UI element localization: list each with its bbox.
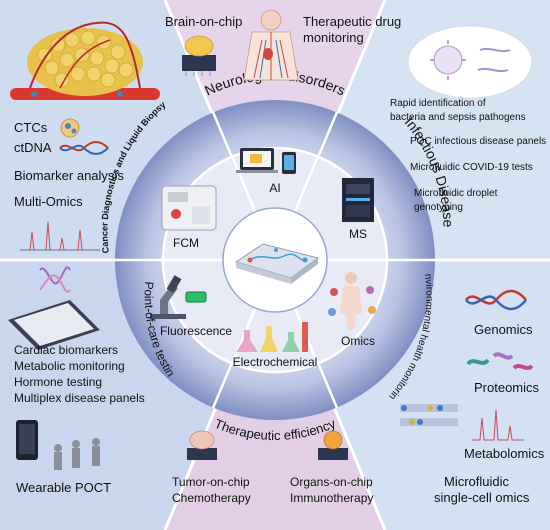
technique-fluorescence-label: Fluorescence bbox=[160, 324, 232, 338]
ctc-cell-icon bbox=[60, 118, 80, 138]
cancer-item-ctcs: CTCs bbox=[14, 120, 48, 135]
infect-item-covid: Microfluidic COVID-19 tests bbox=[410, 162, 533, 173]
cancer-item-multiomics: Multi-Omics bbox=[14, 194, 83, 209]
electrochemical-flasks-icon bbox=[236, 322, 308, 352]
technique-electrochemical-label: Electrochemical bbox=[233, 355, 318, 369]
ms-instrument-icon bbox=[342, 178, 374, 222]
cancer-item-biomarker: Biomarker analysis bbox=[14, 168, 124, 183]
infect-item-poc-panels: POC infectious disease panels bbox=[410, 136, 546, 147]
poc-item-cardiac: Cardiac biomarkers bbox=[14, 343, 118, 357]
technique-fcm-label: FCM bbox=[173, 236, 199, 250]
human-body-vascular-icon bbox=[243, 9, 299, 81]
microscope-icon bbox=[150, 275, 207, 319]
therapy-item-chemotherapy: Chemotherapy bbox=[172, 491, 251, 505]
poc-item-metabolic: Metabolic monitoring bbox=[14, 359, 125, 373]
poc-item-hormone: Hormone testing bbox=[14, 375, 102, 389]
poc-item-wearable: Wearable POCT bbox=[16, 480, 111, 495]
technique-omics-label: Omics bbox=[341, 334, 375, 348]
cancer-item-ctdna: ctDNA bbox=[14, 140, 52, 155]
tumor-bloodvessel-illustration bbox=[10, 21, 160, 100]
tumor-chip-icon bbox=[187, 430, 217, 460]
single-cell-chip-icon bbox=[400, 404, 458, 426]
ai-laptop-icon bbox=[236, 148, 296, 174]
spectrum-peaks-icon bbox=[20, 221, 100, 251]
wearable-phone-people-icon bbox=[16, 420, 100, 470]
brain-chip-icon bbox=[182, 35, 216, 76]
microfluidic-chip-icon bbox=[234, 243, 320, 284]
pathogen-microscopy-icon bbox=[407, 25, 533, 99]
env-item-proteomics: Proteomics bbox=[474, 380, 540, 395]
env-item-microfluidic: Microfluidic bbox=[444, 474, 510, 489]
technique-ai-label: AI bbox=[269, 181, 280, 195]
env-item-metabolomics: Metabolomics bbox=[464, 446, 545, 461]
env-item-genomics: Genomics bbox=[474, 322, 533, 337]
infect-item-rapid-1: Rapid identification of bbox=[390, 98, 486, 109]
therapy-item-immunotherapy: Immunotherapy bbox=[290, 491, 373, 505]
infect-item-droplet-2: genotyping bbox=[414, 202, 463, 213]
metabolomics-peaks-icon bbox=[472, 409, 524, 441]
infect-item-rapid-2: bacteria and sepsis pathogens bbox=[390, 112, 526, 123]
genomics-dna-icon bbox=[465, 289, 527, 311]
neuro-item-brain-on-chip: Brain-on-chip bbox=[165, 14, 242, 29]
dna-helix-icon bbox=[59, 141, 109, 155]
neuro-item-monitoring: monitoring bbox=[303, 30, 364, 45]
therapy-item-tumor-chip: Tumor-on-chip bbox=[172, 475, 250, 489]
omics-body-icon bbox=[328, 272, 376, 330]
phone-dna-test-icon bbox=[8, 266, 100, 350]
infect-item-droplet-1: Microfluidic droplet bbox=[414, 188, 498, 199]
neuro-item-therapeutic-drug: Therapeutic drug bbox=[303, 14, 401, 29]
poc-item-multiplex: Multiplex disease panels bbox=[14, 391, 145, 405]
env-item-single-cell: single-cell omics bbox=[434, 490, 530, 505]
therapy-item-organs-chip: Organs-on-chip bbox=[290, 475, 373, 489]
organ-chip-icon bbox=[318, 430, 348, 460]
technique-ms-label: MS bbox=[349, 227, 367, 241]
proteomics-icon bbox=[466, 352, 534, 370]
fcm-instrument-icon bbox=[161, 185, 217, 231]
